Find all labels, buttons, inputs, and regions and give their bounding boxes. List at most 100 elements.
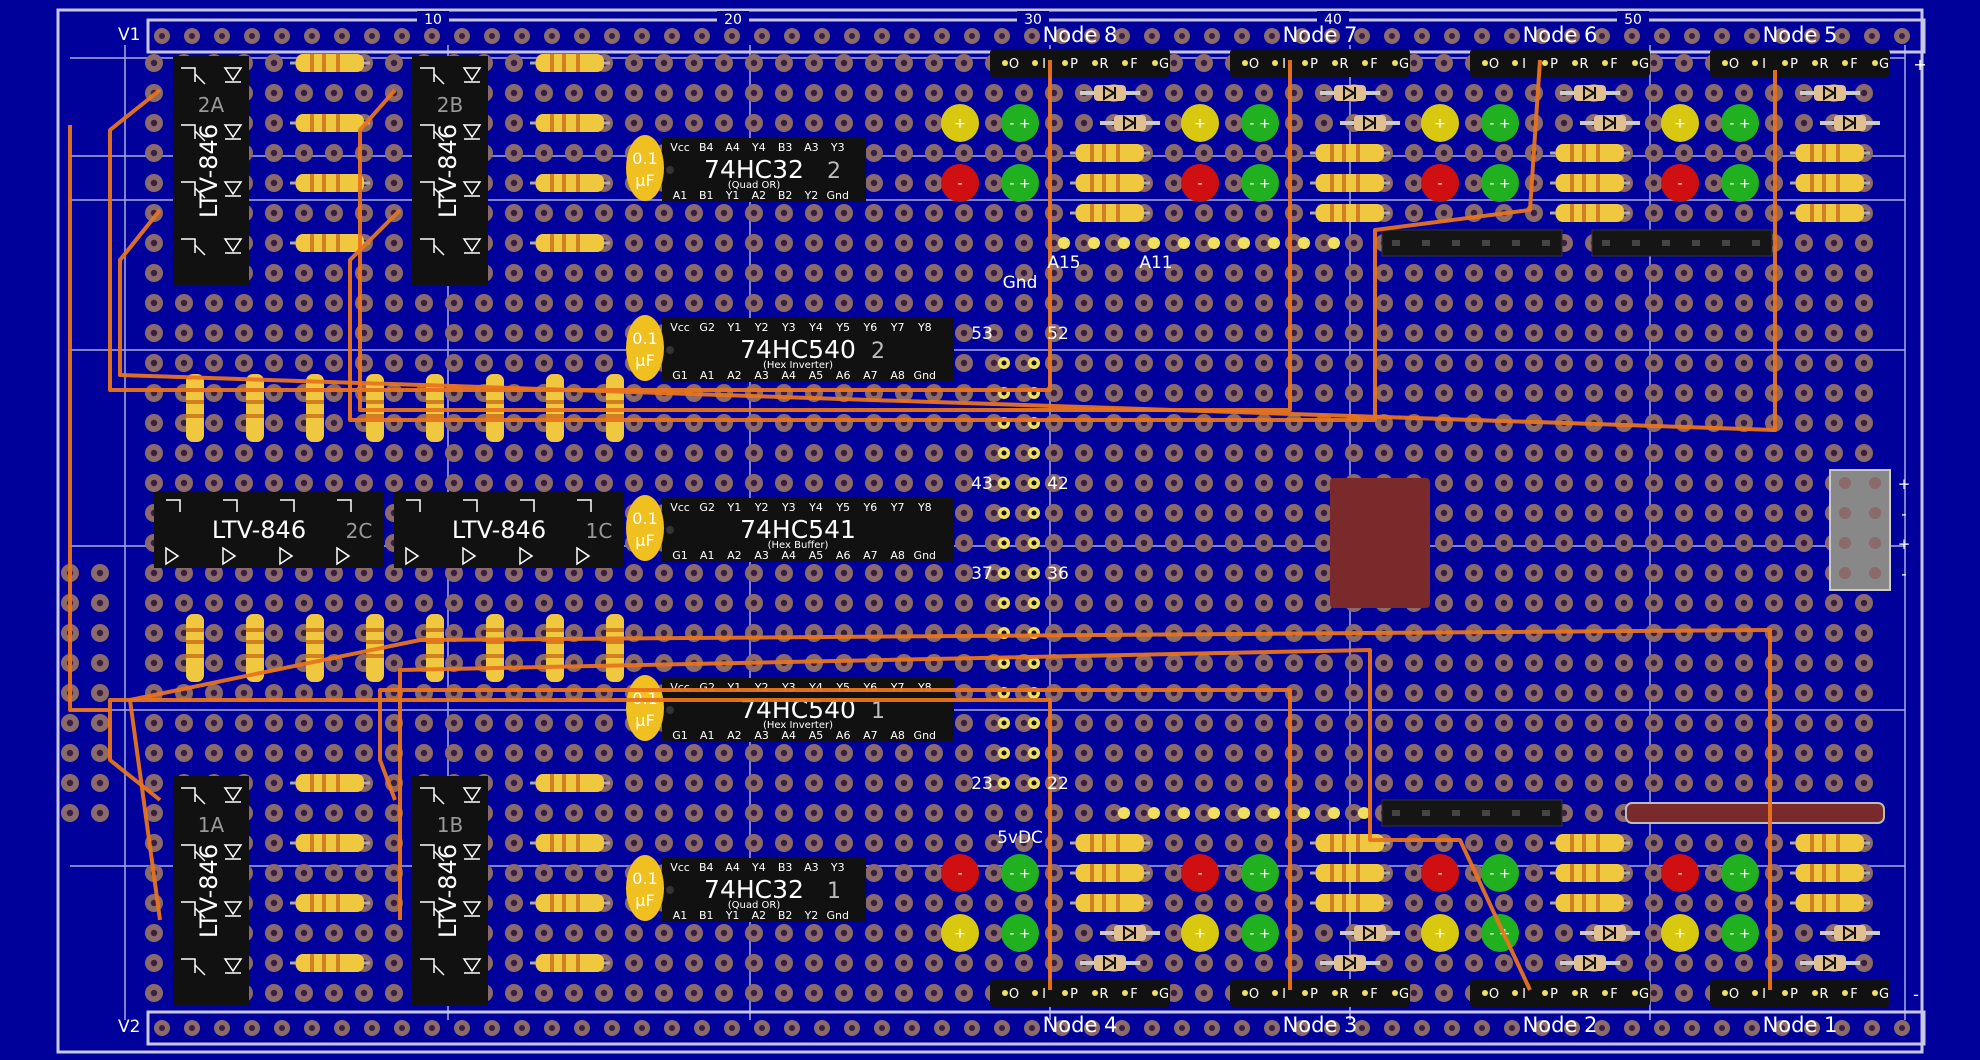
resistor-band: [306, 654, 324, 658]
pad-hole: [1590, 719, 1598, 727]
pad-hole: [1530, 959, 1538, 967]
led-body: [1181, 914, 1219, 952]
resistor-band: [562, 234, 566, 252]
pad-hole: [810, 209, 818, 217]
pad-hole: [540, 629, 548, 637]
led-body: [1721, 914, 1759, 952]
column-number-20: 20: [724, 12, 742, 28]
pad-hole: [690, 599, 698, 607]
header-pin-hole: [1001, 600, 1007, 606]
phototransistor-symbol: [181, 844, 206, 862]
pad-hole: [1800, 119, 1808, 127]
pad-hole: [1020, 839, 1028, 847]
pad-hole: [930, 449, 938, 457]
pad-hole: [1800, 389, 1808, 397]
connector-pin-label-I: I: [1762, 987, 1766, 1002]
pad-hole: [1320, 719, 1328, 727]
pad-hole: [1050, 479, 1058, 487]
pad-hole: [690, 989, 698, 997]
pad-hole: [870, 779, 878, 787]
led-red: -: [941, 854, 979, 892]
diode-symbol: [1123, 115, 1136, 131]
rail-pad-hole: [189, 1025, 195, 1031]
pad-hole: [1230, 209, 1238, 217]
pad-hole: [930, 59, 938, 67]
diode: [1820, 925, 1880, 941]
label-pin-right: 52: [1047, 324, 1069, 344]
pad-hole: [930, 809, 938, 817]
pad-hole: [1080, 719, 1088, 727]
socket-strip: [1381, 229, 1563, 257]
pad-hole: [450, 659, 458, 667]
rail-pad-hole: [1269, 33, 1275, 39]
pad-hole: [1500, 689, 1508, 697]
terminal-screw: [1839, 567, 1851, 579]
pad-hole: [1350, 239, 1358, 247]
pad-hole: [1200, 299, 1208, 307]
pad-hole: [1170, 569, 1178, 577]
pad-hole: [1140, 479, 1148, 487]
chip-pin-label: A5: [809, 549, 824, 562]
pad-hole: [930, 869, 938, 877]
wire: [128, 628, 1772, 990]
pad-hole: [1710, 449, 1718, 457]
rail-pad-hole: [1089, 33, 1095, 39]
pad-hole: [540, 149, 548, 157]
pad-hole: [300, 689, 308, 697]
pad-hole: [1410, 659, 1418, 667]
pad-hole: [1410, 149, 1418, 157]
pad-hole: [1080, 479, 1088, 487]
connector-pin-label-R: R: [1579, 987, 1588, 1002]
pad-hole: [1440, 719, 1448, 727]
pad-hole: [150, 599, 158, 607]
pad-hole: [870, 179, 878, 187]
pad-hole: [450, 719, 458, 727]
resistor-band: [576, 54, 580, 72]
led-green: - +: [1241, 104, 1279, 142]
resistor-band: [1822, 144, 1826, 162]
pad-hole: [1740, 749, 1748, 757]
phototransistor-symbol: [280, 499, 295, 512]
led-green: - +: [1481, 914, 1519, 952]
pad-hole: [750, 239, 758, 247]
resistor-body: [1556, 174, 1624, 192]
connector-pin-label-F: F: [1130, 987, 1137, 1002]
led-green: - +: [1721, 164, 1759, 202]
pad-hole: [780, 59, 788, 67]
pad-hole: [1290, 239, 1298, 247]
resistor-band: [322, 954, 326, 972]
pad-hole: [360, 449, 368, 457]
pad-hole: [660, 569, 668, 577]
pad-hole: [450, 629, 458, 637]
pad-hole: [150, 359, 158, 367]
resistor-band: [576, 894, 580, 912]
resistor: [530, 54, 610, 72]
pad-hole: [600, 149, 608, 157]
chip-pin-label: A8: [890, 369, 905, 382]
pad-hole: [270, 359, 278, 367]
pad-hole: [240, 719, 248, 727]
pad-hole: [1440, 599, 1448, 607]
pad-hole: [390, 719, 398, 727]
pad-hole: [1410, 869, 1418, 877]
pad-hole: [990, 569, 998, 577]
rail-pad-hole: [339, 1025, 345, 1031]
pad-hole: [1530, 509, 1538, 517]
pad-hole: [990, 929, 998, 937]
pad-hole: [300, 599, 308, 607]
pad-hole: [1620, 659, 1628, 667]
resistor-body: [1796, 174, 1864, 192]
diode-symbol: [1103, 955, 1116, 971]
rail-pad-hole: [1749, 33, 1755, 39]
pad-hole: [360, 689, 368, 697]
pad-hole: [390, 809, 398, 817]
phototransistor-symbol: [181, 124, 206, 142]
pad-hole: [330, 719, 338, 727]
pad-hole: [1020, 329, 1028, 337]
pad-hole: [1350, 749, 1358, 757]
connector-pin-label-O: O: [1489, 987, 1499, 1002]
pad-hole: [420, 479, 428, 487]
pad-hole: [240, 659, 248, 667]
pad-hole: [330, 869, 338, 877]
